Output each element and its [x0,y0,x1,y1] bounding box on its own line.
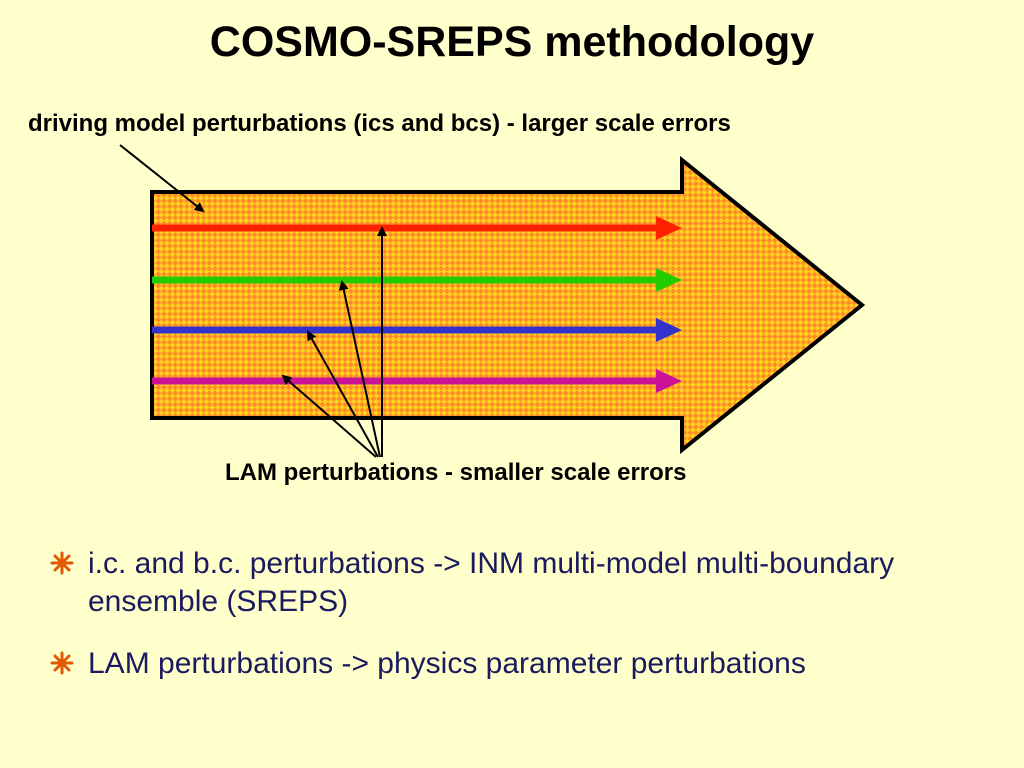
slide-title: COSMO-SREPS methodology [209,18,815,66]
big-arrow-shape [150,155,866,455]
red-arrowhead [656,216,682,240]
perturbation-arrows [152,216,682,393]
lam-perturbations-label: LAM perturbations - smaller scale errors [225,459,687,486]
green-arrowhead [656,268,682,292]
starburst-icon [50,651,74,675]
driving-model-perturbations-label: driving model perturbations (ics and bcs… [28,110,731,137]
top-label-pointer [119,144,205,213]
lam-pointers [281,226,387,458]
bullet-text: i.c. and b.c. perturbations -> INM multi… [88,547,895,618]
bullet-item: LAM perturbations -> physics parameter p… [50,645,990,683]
bullet-list: i.c. and b.c. perturbations -> INM multi… [50,545,990,707]
starburst-icon [50,551,74,575]
bullet-text: LAM perturbations -> physics parameter p… [88,647,806,680]
blue-arrowhead [656,318,682,342]
magenta-arrowhead [656,369,682,393]
bullet-item: i.c. and b.c. perturbations -> INM multi… [50,545,990,621]
